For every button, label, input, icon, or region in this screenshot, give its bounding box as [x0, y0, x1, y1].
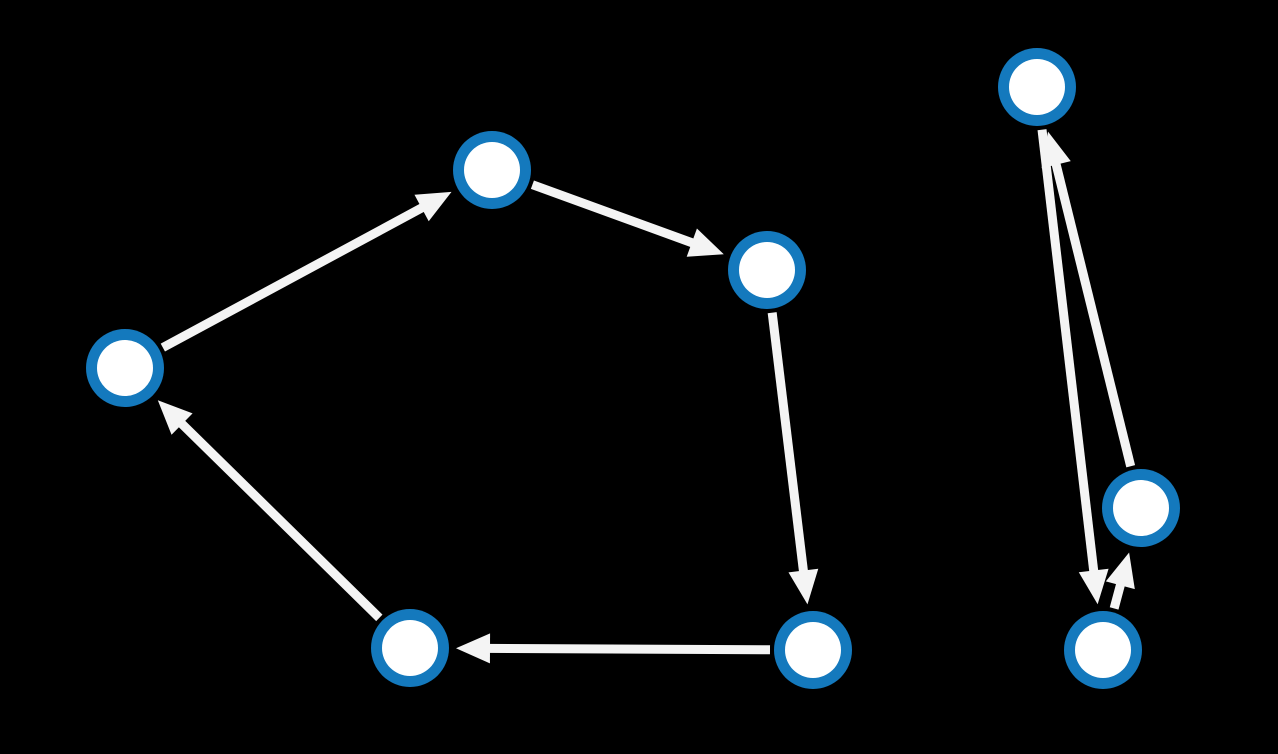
graph-edge-line [530, 180, 699, 249]
edge-layer [157, 129, 1136, 664]
graph-edge-arrowhead-icon [1105, 552, 1135, 590]
graph-node-core-n8[interactable] [382, 620, 438, 676]
graph-node-core-n1[interactable] [97, 340, 153, 396]
graph-edge-line [1037, 129, 1099, 578]
graph-edge-line [483, 643, 771, 655]
graph-edge-arrowhead-icon [1078, 568, 1109, 605]
graph-edge-line [767, 312, 809, 578]
graph-node-core-n4[interactable] [1009, 59, 1065, 115]
graph-edge-line [174, 416, 383, 622]
graph-edge-arrowhead-icon [686, 228, 724, 257]
graph-edge-arrowhead-icon [157, 400, 193, 435]
graph-node-core-n6[interactable] [1075, 622, 1131, 678]
graph-edge-line [160, 201, 430, 352]
graph-node-core-n2[interactable] [464, 142, 520, 198]
graph-node-core-n5[interactable] [1113, 480, 1169, 536]
graph-node-core-n7[interactable] [785, 622, 841, 678]
graph-edge-arrowhead-icon [456, 633, 491, 664]
node-layer [86, 48, 1180, 689]
graph-edge-line [1050, 157, 1136, 468]
graph-edge-arrowhead-icon [788, 568, 819, 605]
graph-edge-arrowhead-icon [414, 191, 452, 222]
graph-edge-arrowhead-icon [1041, 131, 1071, 169]
graph-node-core-n3[interactable] [739, 242, 795, 298]
